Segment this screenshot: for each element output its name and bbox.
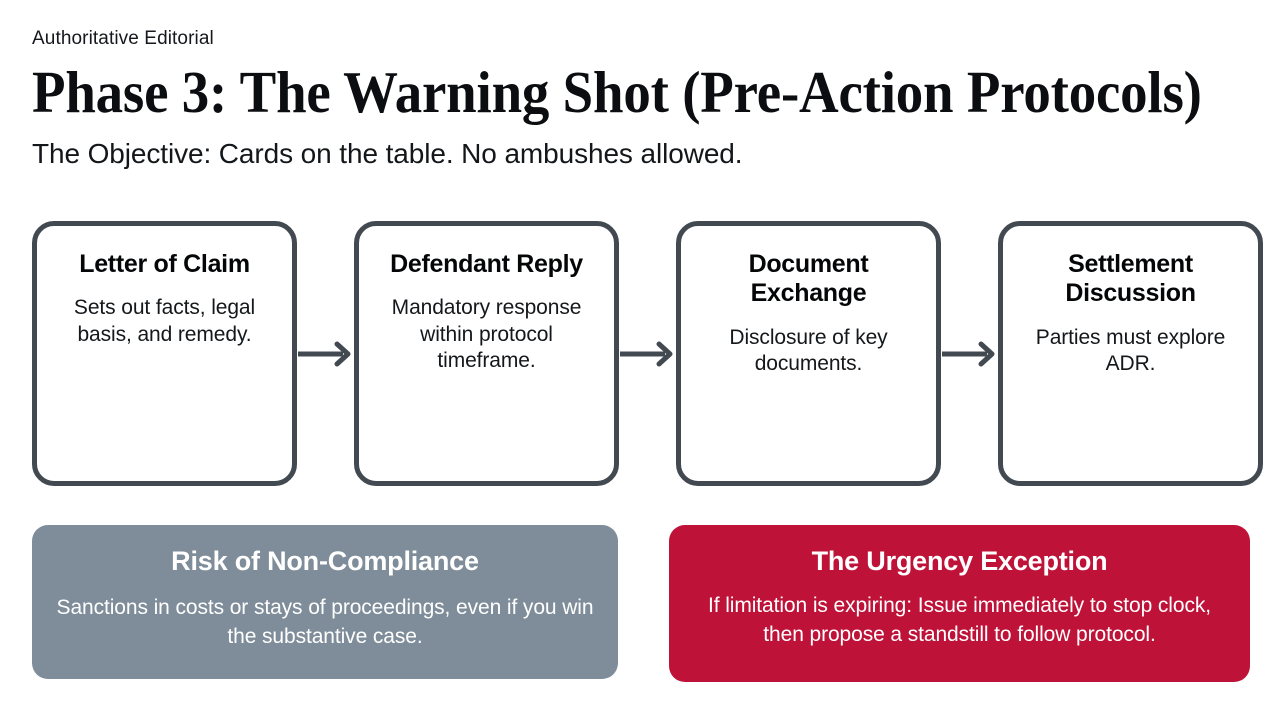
arrow-right-icon	[619, 341, 676, 367]
flow-step-title: Defendant Reply	[390, 250, 583, 278]
panel-risk-of-non-compliance[interactable]: Risk of Non-Compliance Sanctions in cost…	[32, 525, 618, 679]
panel-body: If limitation is expiring: Issue immedia…	[708, 594, 1211, 646]
flow-connector-1	[297, 221, 354, 486]
page-subtitle: The Objective: Cards on the table. No am…	[32, 138, 743, 170]
process-flow: Letter of Claim Sets out facts, legal ba…	[32, 221, 1263, 486]
flow-step-body: Sets out facts, legal basis, and remedy.	[73, 296, 256, 346]
flow-step-body: Disclosure of key documents.	[729, 325, 888, 375]
flow-step-defendant-reply[interactable]: Defendant Reply Mandatory response withi…	[354, 221, 619, 486]
eyebrow-label: Authoritative Editorial	[32, 28, 214, 49]
page-header: Authoritative Editorial Phase 3: The War…	[32, 28, 1250, 171]
callout-panels: Risk of Non-Compliance Sanctions in cost…	[32, 525, 1250, 682]
flow-step-title: Letter of Claim	[79, 250, 250, 278]
arrow-right-icon	[297, 341, 354, 367]
page-title: Phase 3: The Warning Shot (Pre-Action Pr…	[32, 58, 1202, 125]
panel-urgency-exception[interactable]: The Urgency Exception If limitation is e…	[669, 525, 1250, 682]
flow-step-letter-of-claim[interactable]: Letter of Claim Sets out facts, legal ba…	[32, 221, 297, 486]
panel-body: Sanctions in costs or stays of proceedin…	[56, 596, 594, 648]
flow-step-body: Parties must explore ADR.	[1035, 325, 1226, 375]
panel-title: The Urgency Exception	[811, 546, 1108, 576]
flow-connector-2	[619, 221, 676, 486]
flow-step-document-exchange[interactable]: Document Exchange Disclosure of key docu…	[676, 221, 941, 486]
flow-step-title: Document Exchange	[748, 250, 869, 308]
panel-title: Risk of Non-Compliance	[171, 546, 479, 576]
flow-step-settlement-discussion[interactable]: Settlement Discussion Parties must explo…	[998, 221, 1263, 486]
flow-connector-3	[941, 221, 998, 486]
flow-step-body: Mandatory response within protocol timef…	[391, 296, 582, 373]
flow-step-title: Settlement Discussion	[1065, 250, 1196, 308]
arrow-right-icon	[941, 341, 998, 367]
